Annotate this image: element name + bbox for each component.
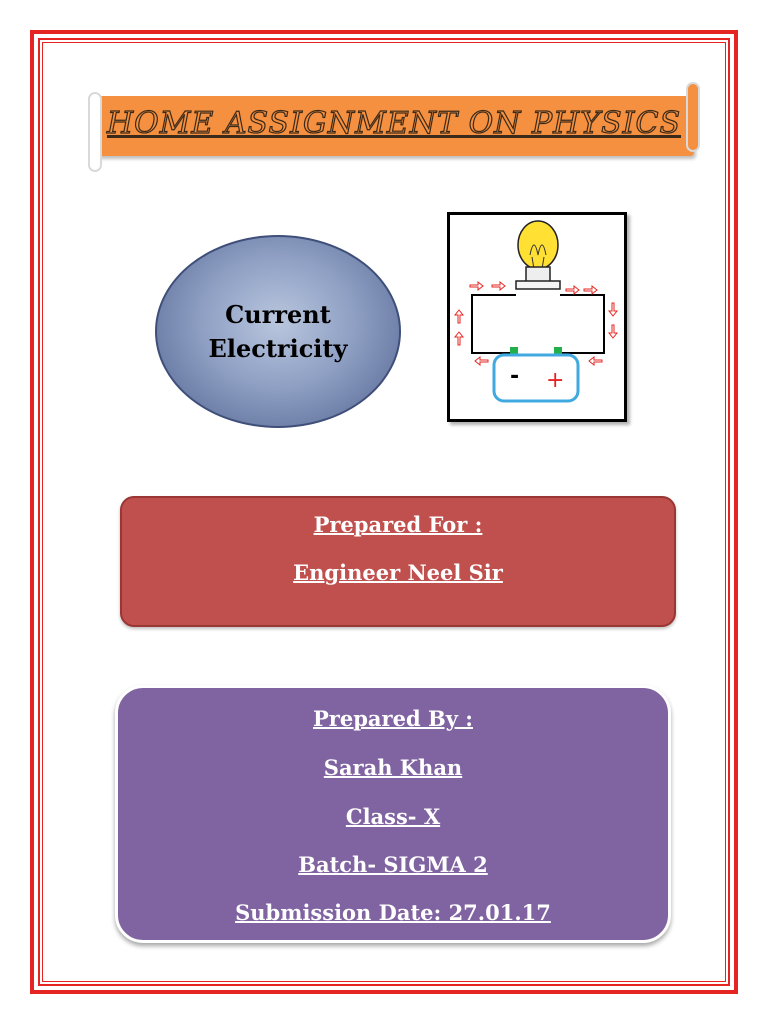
submission-date: Submission Date: 27.01.17 [235, 900, 551, 925]
prepared-for-heading: Prepared For : [313, 512, 483, 537]
topic-ellipse: Current Electricity [155, 235, 401, 428]
wire-right [558, 294, 605, 354]
circuit-svg: - + [453, 220, 619, 403]
prepared-for-box: Prepared For : Engineer Neel Sir [120, 496, 676, 627]
circuit-diagram: - + [447, 212, 627, 422]
prepared-by-heading: Prepared By : [313, 706, 473, 731]
page-border-inner [38, 38, 730, 986]
student-batch: Batch- SIGMA 2 [298, 852, 488, 877]
wire-left [471, 294, 516, 354]
banner-body [96, 96, 694, 156]
prepared-by-box: Prepared By : Sarah Khan Class- X Batch-… [115, 685, 671, 943]
bulb-icon [517, 220, 559, 270]
banner-scroll-right [686, 82, 700, 152]
page-title: HOME ASSIGNMENT ON PHYSICS [106, 105, 682, 141]
banner-scroll-left [88, 92, 102, 172]
page-border-outer [30, 30, 738, 994]
title-banner: HOME ASSIGNMENT ON PHYSICS [88, 82, 700, 172]
plus-sign: + [546, 368, 564, 393]
student-class: Class- X [345, 804, 441, 829]
student-name: Sarah Khan [323, 755, 463, 780]
topic-line-1: Current [225, 299, 331, 329]
topic-line-2: Electricity [208, 333, 348, 363]
minus-sign: - [510, 364, 519, 389]
terminal-negative [510, 347, 518, 355]
page-border-innermost [42, 42, 726, 982]
terminal-positive [554, 347, 562, 355]
battery-icon [492, 353, 580, 403]
prepared-for-name: Engineer Neel Sir [293, 560, 503, 585]
